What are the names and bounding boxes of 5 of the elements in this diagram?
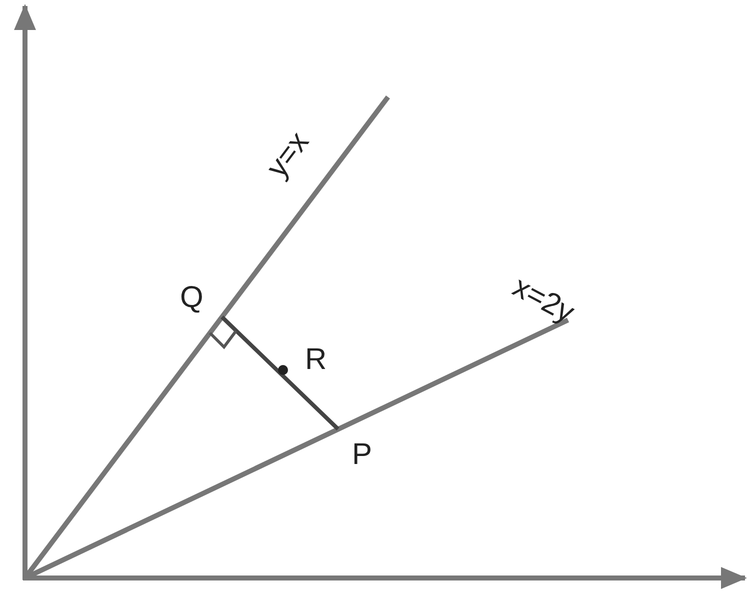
point-label: Q [180,283,204,313]
point-label: R [305,345,327,375]
line-label: y=x [262,127,315,184]
line-label: x=2y [508,272,579,329]
point-label: P [352,440,372,470]
